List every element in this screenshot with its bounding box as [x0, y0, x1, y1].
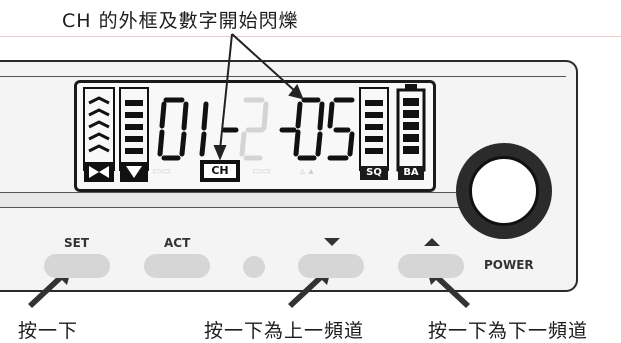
ch-indicator: CH — [200, 160, 240, 182]
divider-line — [0, 36, 621, 37]
panel-top-edge — [0, 76, 566, 77]
channel-down-button[interactable] — [298, 254, 364, 278]
sq-meter — [359, 87, 389, 171]
act-label: ACT — [164, 236, 191, 250]
lcd-ghost-label: ▭▭ — [252, 166, 271, 177]
set-label: SET — [64, 236, 90, 250]
power-knob[interactable] — [456, 143, 552, 239]
ch-indicator-label: CH — [204, 164, 236, 178]
caption-channel-down: 按一下為下一頻道 — [428, 320, 589, 342]
power-knob-cap[interactable] — [469, 156, 539, 226]
af-meter — [83, 87, 115, 182]
indicator-led — [243, 256, 265, 278]
set-button[interactable] — [44, 254, 110, 278]
power-label: POWER — [484, 258, 534, 272]
down-arrow-icon — [324, 238, 340, 246]
caption-channel-up: 按一下為上一頻道 — [204, 320, 365, 342]
panel-ledge — [0, 192, 500, 208]
annotation-arrows — [213, 33, 304, 161]
battery-icon — [396, 84, 426, 172]
lcd-ghost-label: ▭▭ — [152, 166, 171, 177]
top-caption: CH 的外框及數字開始閃爍 — [62, 10, 299, 32]
act-button[interactable] — [144, 254, 210, 278]
caption-set: 按一下 — [18, 320, 79, 342]
channel-digits — [157, 97, 355, 161]
lcd-ghost-label: ▵ ▴ — [300, 166, 314, 177]
channel-up-button[interactable] — [398, 254, 464, 278]
sq-label: SQ — [360, 166, 388, 180]
rf-meter — [119, 87, 149, 182]
ba-label: BA — [398, 166, 424, 180]
up-arrow-icon — [424, 238, 440, 246]
